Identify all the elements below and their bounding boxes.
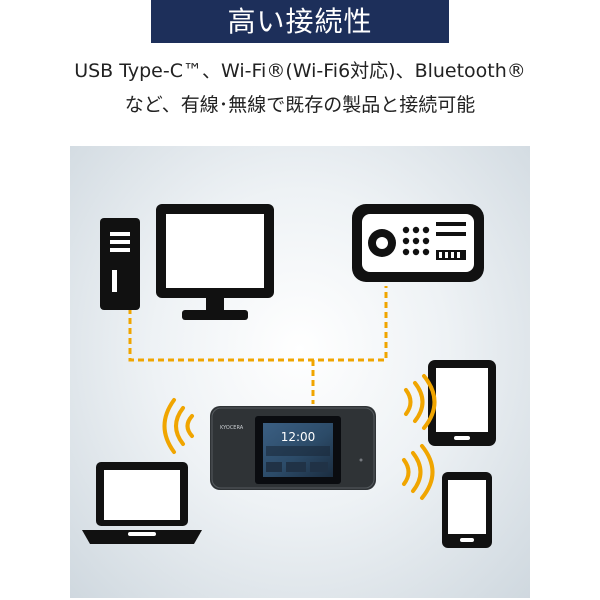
wifi-waves-icon <box>162 374 437 500</box>
tablet-icon <box>428 360 496 446</box>
wired-connection-lines <box>128 286 388 404</box>
desktop-pc-icon <box>100 204 274 320</box>
smartphone-icon <box>442 472 492 548</box>
laptop-icon <box>82 462 202 544</box>
page-title: 高い接続性 <box>151 0 449 43</box>
fax-machine-icon <box>352 204 484 282</box>
connectivity-diagram: 12:00 KYOCERA <box>70 146 530 598</box>
subtitle-line-1: USB Type-C™、Wi-Fi®(Wi-Fi6対応)、Bluetooth® <box>74 60 526 82</box>
router-device-icon: 12:00 KYOCERA <box>210 406 376 490</box>
wire-pc-fax <box>128 286 388 362</box>
router-screen-time: 12:00 <box>281 430 316 444</box>
subtitle-line-2: など、有線･無線で既存の製品と接続可能 <box>124 94 476 116</box>
router-brand-logo: KYOCERA <box>220 425 244 431</box>
diagram-svg: 12:00 KYOCERA <box>82 204 496 548</box>
